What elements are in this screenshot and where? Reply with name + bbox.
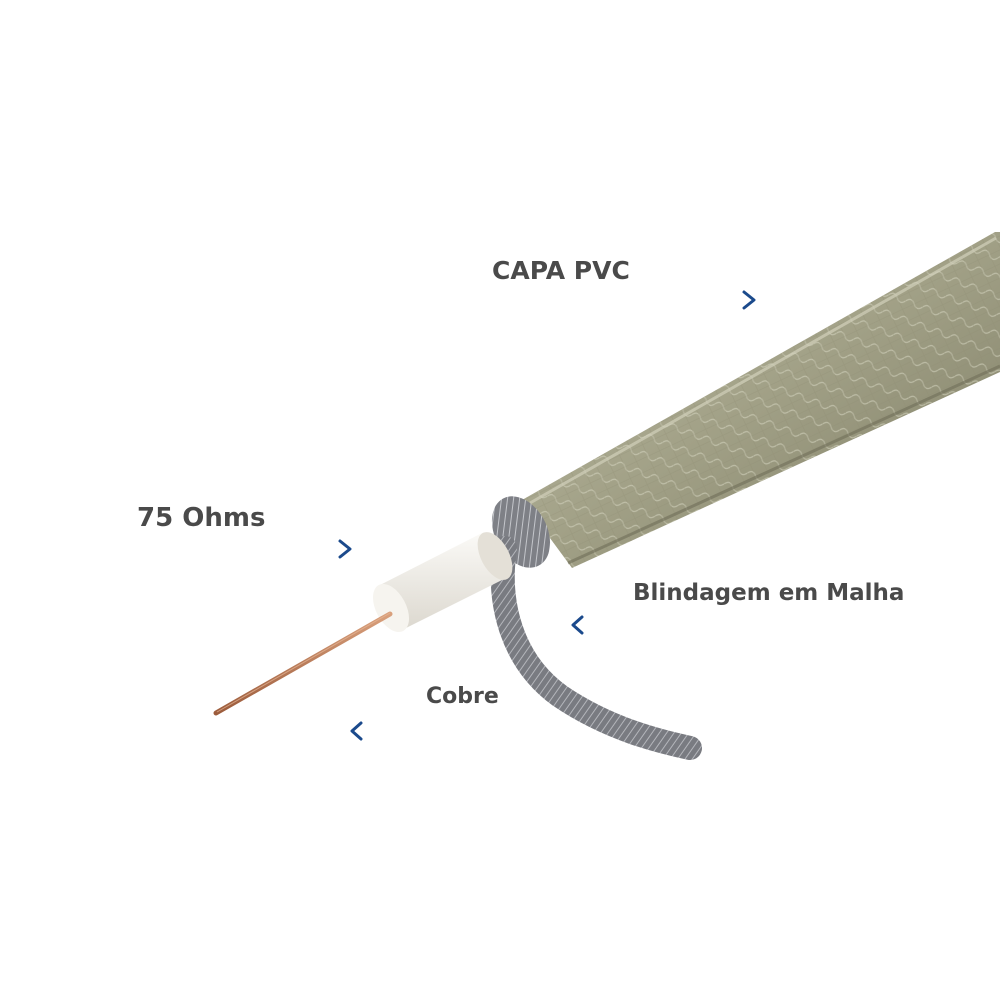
arrow-blindagem [571, 615, 942, 635]
label-cobre: Cobre [426, 684, 499, 709]
arrow-cobre [350, 721, 563, 741]
label-capa-pvc: CAPA PVC [492, 256, 630, 285]
braid-shield [490, 536, 702, 760]
arrow-capa-pvc [378, 290, 756, 310]
label-75-ohms: 75 Ohms [137, 503, 266, 533]
pvc-jacket [522, 232, 1000, 568]
arrow-75-ohms [48, 539, 352, 559]
label-blindagem-em-malha: Blindagem em Malha [633, 580, 905, 606]
